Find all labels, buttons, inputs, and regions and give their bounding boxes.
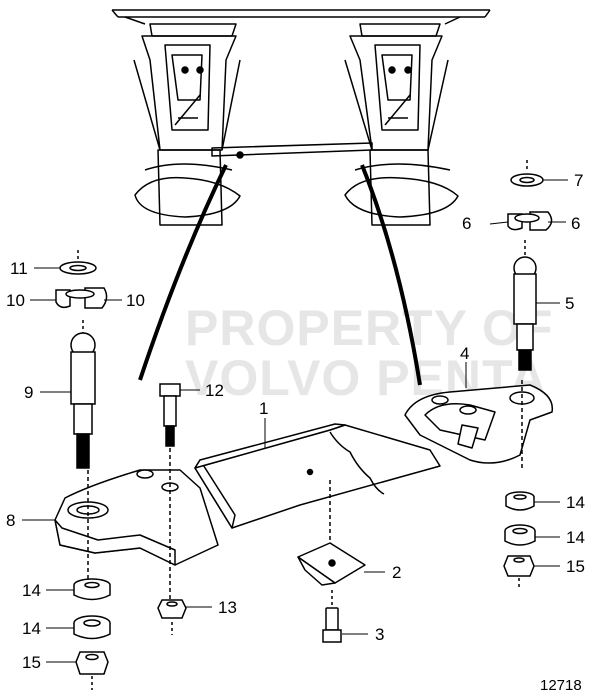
callout-13: 13 xyxy=(218,598,237,617)
part-7-lock-washer xyxy=(510,160,544,187)
part-1-bracket-plate xyxy=(194,423,441,560)
reference-arrow-left xyxy=(138,164,228,381)
callout-6-left: 6 xyxy=(462,214,471,233)
callout-5: 5 xyxy=(565,294,574,313)
callout-10-right: 10 xyxy=(126,291,145,310)
callout-14-left-upper: 14 xyxy=(22,581,41,600)
callout-6-right: 6 xyxy=(571,214,580,233)
tie-bar xyxy=(211,142,373,157)
reference-number: 12718 xyxy=(540,677,582,694)
callout-11: 11 xyxy=(10,259,28,278)
part-10-split-washers xyxy=(55,287,108,309)
callout-2: 2 xyxy=(392,563,401,582)
callout-7: 7 xyxy=(574,171,583,190)
part-4-right-engine-mount xyxy=(404,380,554,470)
callout-15-right: 15 xyxy=(566,557,585,576)
callout-12: 12 xyxy=(205,381,224,400)
watermark-line-1: PROPERTY OF xyxy=(185,300,553,356)
callout-14-left-lower: 14 xyxy=(22,619,41,638)
part-14-rubber-bushing-left-upper xyxy=(73,578,111,601)
callout-4: 4 xyxy=(460,344,469,363)
drive-assembly-overview xyxy=(111,9,491,386)
part-14-rubber-bushing-right-upper xyxy=(505,491,535,511)
watermark: PROPERTY OF VOLVO PENTA xyxy=(185,300,553,406)
part-15-nut-left xyxy=(75,651,109,690)
right-drive-unit xyxy=(344,23,459,226)
callout-9: 9 xyxy=(24,383,33,402)
part-9-stud-left xyxy=(70,320,96,469)
part-2-small-bracket xyxy=(297,542,366,605)
part-12-long-bolt xyxy=(159,383,181,600)
leader-lines xyxy=(22,179,568,663)
callout-10-left: 10 xyxy=(6,291,25,310)
part-6-split-washers xyxy=(507,211,553,231)
part-15-nut-right xyxy=(503,555,535,590)
reference-arrow-right xyxy=(360,164,422,386)
part-11-lock-washer xyxy=(59,250,97,275)
callout-15-left: 15 xyxy=(22,653,41,672)
part-8-left-engine-mount xyxy=(54,469,219,590)
part-14-rubber-bushing-left-lower xyxy=(73,615,111,640)
part-5-stud-right xyxy=(513,240,537,371)
callout-labels: 1 2 3 4 5 6 6 7 8 9 10 10 11 12 13 14 14… xyxy=(6,171,585,672)
callout-8: 8 xyxy=(6,511,15,530)
part-13-nut xyxy=(157,599,187,635)
callout-1: 1 xyxy=(259,399,268,418)
left-drive-unit xyxy=(133,23,241,226)
callout-14-right-upper: 14 xyxy=(566,493,585,512)
part-14-rubber-bushing-right-lower xyxy=(504,524,536,546)
callout-3: 3 xyxy=(375,625,384,644)
callout-14-right-lower: 14 xyxy=(566,528,585,547)
part-3-bolt xyxy=(322,607,342,643)
